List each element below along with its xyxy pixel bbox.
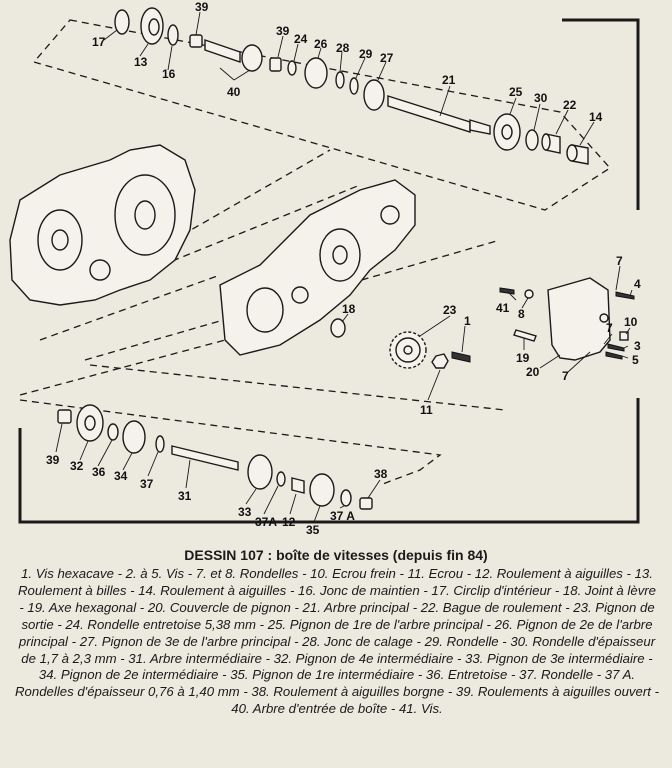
label-26: 26 <box>314 37 328 51</box>
label-7-bottom: 7 <box>562 369 569 383</box>
label-3: 3 <box>634 339 641 353</box>
figure-title: DESSIN 107 : boîte de vitesses (depuis f… <box>184 547 488 563</box>
crankcase-right-details <box>246 205 400 333</box>
label-23: 23 <box>443 303 457 317</box>
label-29: 29 <box>359 47 373 61</box>
crankcase-right-half <box>219 179 416 356</box>
label-5: 5 <box>632 353 639 367</box>
hex-socket-screw <box>451 351 471 363</box>
label-19: 19 <box>516 351 530 365</box>
label-27: 27 <box>380 51 394 65</box>
label-22: 22 <box>563 98 577 112</box>
label-18: 18 <box>342 302 356 316</box>
label-16: 16 <box>162 67 176 81</box>
label-37a-1: 37A <box>255 515 277 529</box>
label-32: 32 <box>70 459 84 473</box>
label-12: 12 <box>282 515 296 529</box>
intermediate-shaft-group <box>57 404 373 510</box>
input-shaft-group <box>114 7 385 111</box>
main-shaft-group <box>387 95 589 165</box>
label-30: 30 <box>534 91 548 105</box>
label-39-mid: 39 <box>276 24 290 38</box>
label-4: 4 <box>634 277 641 291</box>
label-31: 31 <box>178 489 192 503</box>
output-sprocket <box>389 331 427 369</box>
sprocket-cover <box>547 277 611 361</box>
label-25: 25 <box>509 85 523 99</box>
nut <box>431 353 449 369</box>
label-14: 14 <box>589 110 603 124</box>
label-40: 40 <box>227 85 241 99</box>
cover-hole <box>599 313 609 323</box>
label-10: 10 <box>624 315 638 329</box>
label-24: 24 <box>294 32 308 46</box>
label-7-top: 7 <box>616 254 623 268</box>
label-7-mid: 7 <box>606 321 613 335</box>
label-38: 38 <box>374 467 388 481</box>
label-8: 8 <box>518 307 525 321</box>
label-41: 41 <box>496 301 510 315</box>
dashed-guide-lines <box>19 19 611 486</box>
label-33: 33 <box>238 505 252 519</box>
label-39-top: 39 <box>195 0 209 14</box>
label-35: 35 <box>306 523 320 537</box>
cover-fasteners <box>499 287 635 360</box>
label-11: 11 <box>420 403 433 417</box>
diagram-frame <box>18 18 640 524</box>
label-21: 21 <box>442 73 456 87</box>
label-17: 17 <box>92 35 106 49</box>
label-37: 37 <box>140 477 154 491</box>
label-39-bottom: 39 <box>46 453 60 467</box>
label-20: 20 <box>526 365 540 379</box>
figure-legend: 1. Vis hexacave - 2. à 5. Vis - 7. et 8.… <box>15 566 659 717</box>
lip-seal <box>330 318 346 338</box>
label-13: 13 <box>134 55 148 69</box>
label-28: 28 <box>336 41 350 55</box>
label-34: 34 <box>114 469 128 483</box>
label-37a-2: 37 A <box>330 509 355 523</box>
label-1: 1 <box>464 314 471 328</box>
leader-lines <box>55 11 633 523</box>
crankcase-left-details <box>37 174 176 281</box>
label-36: 36 <box>92 465 106 479</box>
exploded-gearbox-diagram: 17 13 16 39 39 24 26 28 29 27 40 21 25 3… <box>9 0 641 537</box>
